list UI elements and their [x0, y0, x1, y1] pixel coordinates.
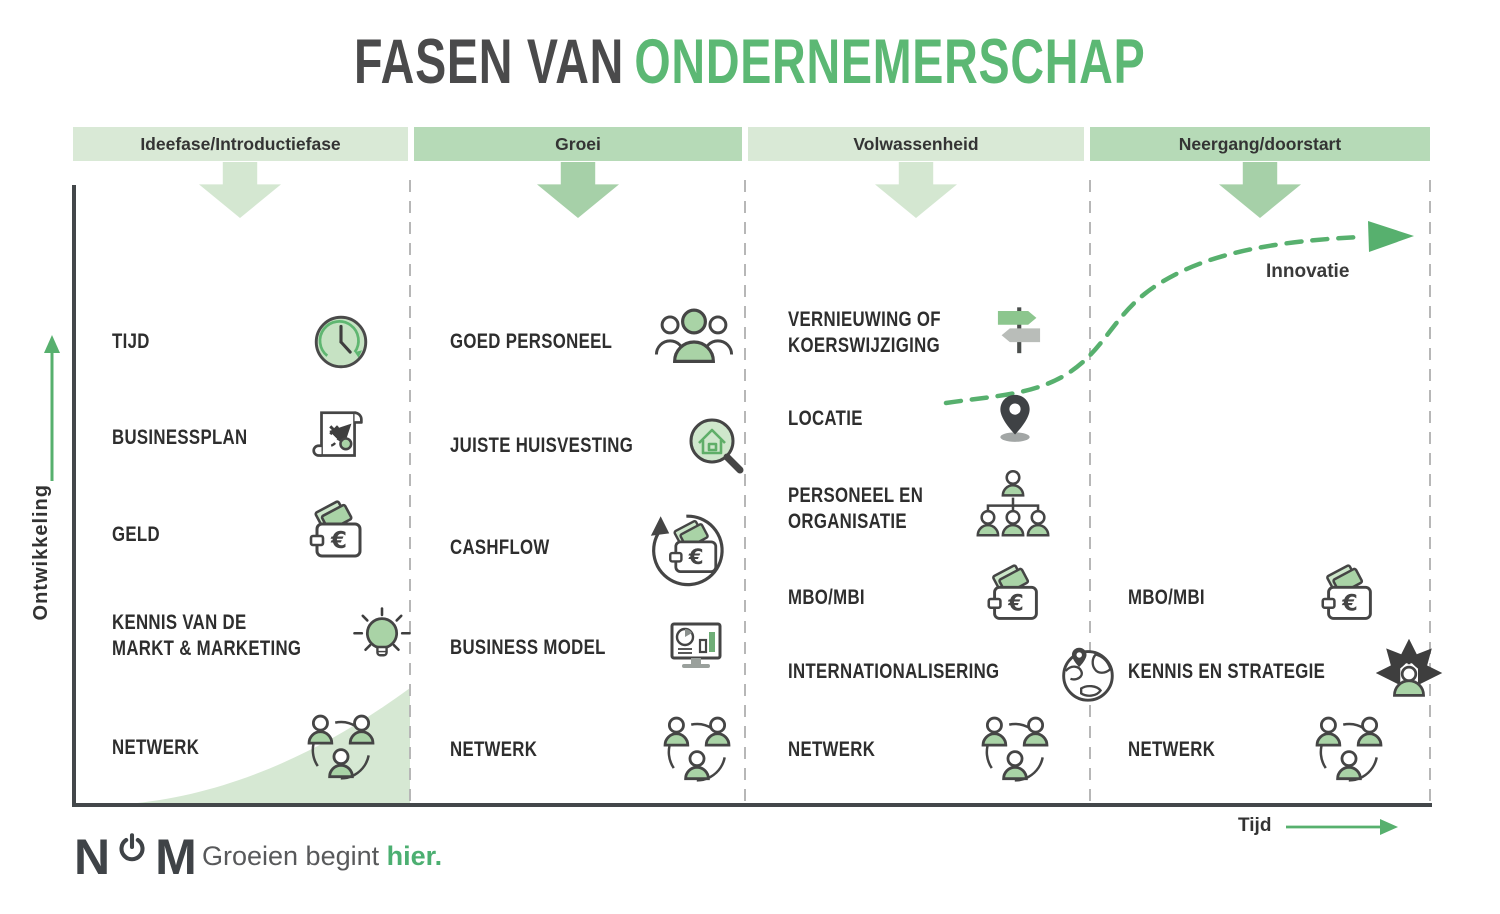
org-chart-icon	[972, 468, 1054, 550]
wallet-euro-icon	[1321, 563, 1372, 620]
item-cashflow: CASHFLOW	[450, 504, 734, 592]
team-icon	[654, 308, 733, 363]
item-locatie: LOCATIE	[788, 388, 1046, 450]
item-label: GOED PERSONEEL	[450, 330, 613, 354]
item-netwerk-2: NETWERK	[450, 711, 736, 789]
item-mbo-mbi-1: MBO/MBI	[788, 563, 1050, 633]
logo-letter-m: M	[155, 829, 197, 885]
x-axis-line	[72, 803, 1432, 807]
x-axis-label: Tijd	[1238, 815, 1272, 836]
item-label: JUISTE HUISVESTING	[450, 434, 634, 458]
y-axis-line	[72, 185, 76, 805]
item-label: LOCATIE	[788, 407, 863, 431]
item-internationalisering: INTERNATIONALISERING	[788, 637, 1115, 707]
item-geld: GELD	[112, 499, 374, 571]
item-label: BUSINESSPLAN	[112, 426, 248, 450]
signpost-icon	[997, 307, 1041, 354]
person-arrows-icon	[1374, 637, 1444, 707]
innovation-arrow	[943, 221, 1414, 406]
cashflow-wallet-icon	[646, 504, 734, 592]
item-label: CASHFLOW	[450, 536, 550, 560]
phase-divider	[409, 180, 411, 803]
phase-divider	[1089, 180, 1091, 803]
network-people-icon	[658, 711, 736, 789]
phase-header-ideefase: Ideefase/Introductiefase	[73, 127, 408, 161]
item-label: NETWERK	[450, 738, 538, 762]
item-label: NETWERK	[112, 736, 200, 760]
x-axis-arrow-icon	[1286, 819, 1398, 835]
item-label: BUSINESS MODEL	[450, 636, 606, 660]
network-people-icon	[1310, 711, 1388, 789]
item-label: KENNIS EN STRATEGIE	[1128, 660, 1326, 684]
item-businessplan: BUSINESSPLAN	[112, 403, 374, 473]
globe-pin-icon	[1062, 646, 1115, 702]
monitor-chart-icon	[670, 622, 722, 670]
power-icon	[111, 833, 153, 875]
strategy-scroll-icon	[304, 403, 374, 473]
item-netwerk-3: NETWERK	[788, 711, 1054, 789]
map-pin-icon	[1000, 394, 1030, 442]
item-tijd: TIJD	[112, 309, 374, 375]
tagline: Groeien begint hier.	[202, 841, 442, 872]
item-label: NETWERK	[1128, 738, 1216, 762]
nom-logo: N M	[74, 828, 197, 886]
item-goed-personeel: GOED PERSONEEL	[450, 301, 733, 383]
item-label: MBO/MBI	[788, 586, 865, 610]
item-label: GELD	[112, 523, 160, 547]
house-magnifier-icon	[679, 410, 751, 482]
item-netwerk-4: NETWERK	[1128, 711, 1388, 789]
phase-header-volwassenheid: Volwassenheid	[748, 127, 1084, 161]
lightbulb-icon	[352, 607, 411, 657]
innovation-label: Innovatie	[1266, 261, 1350, 282]
y-axis-arrow-icon	[44, 335, 60, 481]
clock-history-icon	[314, 315, 368, 369]
lifecycle-curve	[72, 160, 1432, 805]
item-kennis-strategie: KENNIS EN STRATEGIE	[1128, 637, 1384, 707]
wallet-euro-icon	[987, 563, 1038, 620]
wallet-euro-icon	[309, 499, 362, 558]
item-mbo-mbi-2: MBO/MBI	[1128, 563, 1384, 633]
tagline-start: Groeien begint	[202, 841, 380, 871]
item-label: TIJD	[112, 330, 150, 354]
network-people-icon	[976, 711, 1054, 789]
item-label: NETWERK	[788, 738, 876, 762]
title-highlight: ONDERNEMERSCHAP	[634, 27, 1146, 97]
item-netwerk-1: NETWERK	[112, 709, 380, 787]
item-juiste-huisvesting: JUISTE HUISVESTING	[450, 410, 732, 482]
y-axis-label: Ontwikkeling	[30, 484, 52, 621]
phase-divider	[1429, 180, 1431, 803]
title-prefix: FASEN VAN	[354, 27, 625, 97]
phase-header-neergang: Neergang/doorstart	[1090, 127, 1430, 161]
phase-header-groei: Groei	[414, 127, 742, 161]
item-label: INTERNATIONALISERING	[788, 660, 1000, 684]
phase-divider	[744, 180, 746, 803]
tagline-hier: hier.	[386, 841, 443, 871]
logo-letter-n: N	[74, 829, 110, 885]
item-label: MBO/MBI	[1128, 586, 1205, 610]
network-people-icon	[302, 709, 380, 787]
item-business-model: BUSINESS MODEL	[450, 612, 732, 684]
